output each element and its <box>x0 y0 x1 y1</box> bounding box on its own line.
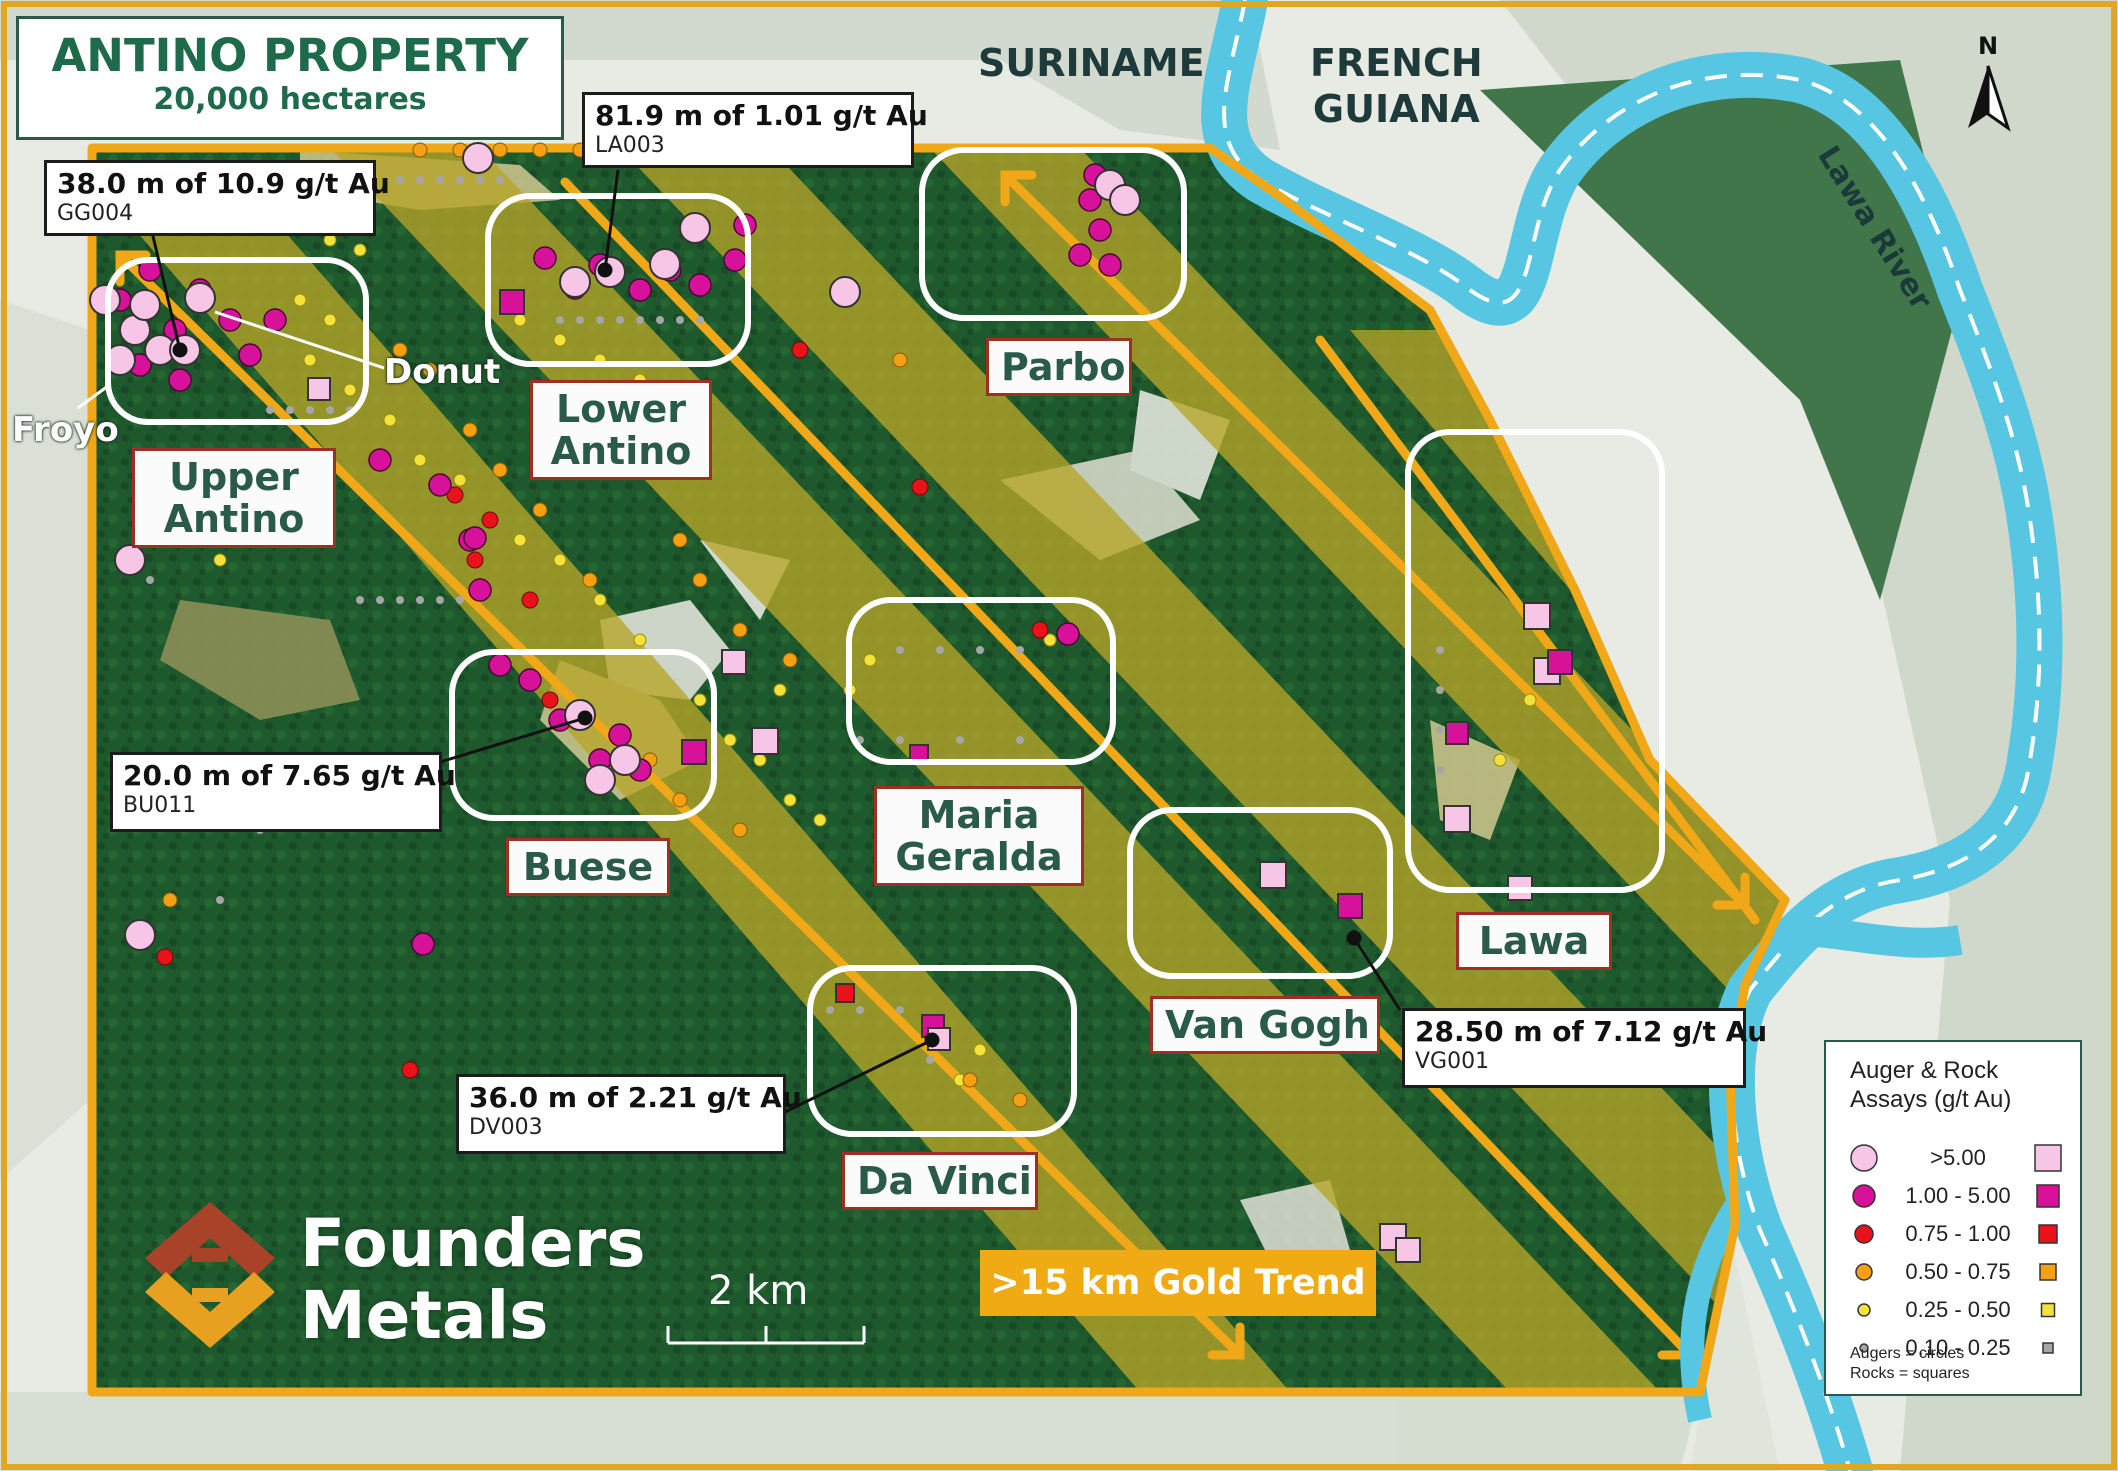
callout-dv003-text: 36.0 m of 2.21 g/t Au <box>469 1081 802 1114</box>
callout-gg004-text: 38.0 m of 10.9 g/t Au <box>57 167 390 200</box>
legend-square-symbol <box>2038 1224 2058 1244</box>
country-french-line1: FRENCH <box>1310 41 1483 85</box>
legend-note-rocks: Rocks = squares <box>1850 1365 1970 1382</box>
target-buese: Buese <box>506 838 670 896</box>
legend-square-symbol <box>2042 1342 2054 1354</box>
target-upper-antino: Upper Antino <box>132 448 336 548</box>
target-lawa: Lawa <box>1456 912 1612 970</box>
north-letter: N <box>1978 32 1998 60</box>
callout-dv003: 36.0 m of 2.21 g/t Au DV003 <box>456 1074 802 1154</box>
legend-range-label: >5.00 <box>1930 1145 1986 1170</box>
legend-range-label: 0.25 - 0.50 <box>1905 1297 2011 1322</box>
subtarget-leaders <box>77 310 385 410</box>
callout-vg001-text: 28.50 m of 7.12 g/t Au <box>1415 1015 1768 1048</box>
callout-la003-hole: LA003 <box>595 133 665 158</box>
target-upper-antino-line2: Antino <box>163 497 305 541</box>
callout-gg004-hole: GG004 <box>57 201 134 226</box>
leader-lines <box>150 169 1402 1114</box>
pink-samples <box>89 142 1141 951</box>
target-outlines <box>105 147 1665 1137</box>
legend-range-label: 0.50 - 0.75 <box>1905 1259 2011 1284</box>
target-maria-geralda-line1: Maria <box>918 793 1040 837</box>
target-lower-antino: Lower Antino <box>530 380 712 480</box>
callout-dv003-hole: DV003 <box>469 1115 543 1140</box>
legend-circle-symbol <box>1850 1144 1878 1172</box>
legend-circle-symbol <box>1857 1303 1871 1317</box>
callout-vg001-hole: VG001 <box>1415 1049 1490 1074</box>
red-samples <box>156 341 1049 1079</box>
subtarget-froyo: Froyo <box>12 410 119 450</box>
brand-wordmark: Founders Metals <box>300 1208 646 1352</box>
country-suriname: SURINAME <box>978 41 1205 85</box>
founders-metals-logo <box>145 1202 275 1348</box>
legend-square-symbol <box>2039 1263 2057 1281</box>
title-sub: 20,000 hectares <box>153 82 427 117</box>
callout-la003-text: 81.9 m of 1.01 g/t Au <box>595 99 928 132</box>
legend-note-augers: Augers = circles <box>1850 1345 1965 1362</box>
callout-la003: 81.9 m of 1.01 g/t Au LA003 <box>582 92 928 168</box>
callout-bu011-text: 20.0 m of 7.65 g/t Au <box>123 759 456 792</box>
target-da-vinci: Da Vinci <box>842 1152 1038 1210</box>
target-buese-line1: Buese <box>522 845 654 889</box>
legend-range-label: 0.10 - 0.25 <box>1905 1335 2011 1360</box>
gold-trend-label: >15 km Gold Trend <box>980 1250 1376 1316</box>
subtarget-donut: Donut <box>384 352 501 392</box>
legend-row: 0.25 - 0.50 <box>1826 1292 2080 1328</box>
target-lower-antino-line2: Antino <box>550 429 692 473</box>
legend-square-symbol <box>2034 1144 2062 1172</box>
legend-row: 0.75 - 1.00 <box>1826 1216 2080 1252</box>
target-parbo: Parbo <box>986 338 1132 396</box>
callout-vg001: 28.50 m of 7.12 g/t Au VG001 <box>1402 1008 1768 1088</box>
legend-square-symbol <box>2036 1184 2060 1208</box>
callout-bu011: 20.0 m of 7.65 g/t Au BU011 <box>110 752 456 832</box>
rock-squares <box>307 289 1573 1263</box>
target-maria-geralda-line2: Geralda <box>895 835 1063 879</box>
north-arrow: N <box>1958 28 2018 138</box>
legend-circle-symbol <box>1852 1184 1876 1208</box>
target-parbo-line1: Parbo <box>1001 345 1126 389</box>
brand-line2: Metals <box>300 1277 549 1354</box>
title-main: ANTINO PROPERTY <box>51 29 529 82</box>
legend-title-line2: Assays (g/t Au) <box>1850 1086 2012 1113</box>
target-lawa-line1: Lawa <box>1478 919 1590 963</box>
map-title: ANTINO PROPERTY 20,000 hectares <box>16 16 564 140</box>
callout-gg004: 38.0 m of 10.9 g/t Au GG004 <box>44 160 390 236</box>
legend-title-line1: Auger & Rock <box>1850 1057 1999 1084</box>
legend-range-label: 1.00 - 5.00 <box>1905 1183 2011 1208</box>
legend-row: 0.10 - 0.25 <box>1826 1330 2080 1366</box>
north-arrow-icon: N <box>1968 32 2011 132</box>
property-boundary <box>87 143 1790 1397</box>
target-van-gogh: Van Gogh <box>1150 996 1380 1054</box>
target-maria-geralda: Maria Geralda <box>874 786 1084 886</box>
legend: Auger & Rock Assays (g/t Au) >5.00 1.00 -… <box>1824 1040 2082 1396</box>
brand-line1: Founders <box>300 1205 646 1282</box>
target-lower-antino-line1: Lower <box>556 387 686 431</box>
legend-circle-symbol <box>1854 1224 1874 1244</box>
country-french-line2: GUIANA <box>1312 87 1480 131</box>
legend-row: 0.50 - 0.75 <box>1826 1254 2080 1290</box>
legend-circle-symbol <box>1859 1343 1869 1353</box>
target-da-vinci-line1: Da Vinci <box>857 1159 1032 1203</box>
legend-square-symbol <box>2040 1302 2056 1318</box>
country-french-guiana: FRENCH GUIANA <box>1310 40 1483 132</box>
callout-bu011-hole: BU011 <box>123 793 197 818</box>
legend-row: 1.00 - 5.00 <box>1826 1178 2080 1214</box>
scale-bar-label: 2 km <box>708 1268 809 1314</box>
target-upper-antino-line1: Upper <box>169 455 299 499</box>
legend-circle-symbol <box>1855 1263 1873 1281</box>
legend-range-label: 0.75 - 1.00 <box>1905 1221 2011 1246</box>
target-van-gogh-line1: Van Gogh <box>1165 1003 1370 1047</box>
legend-row: >5.00 <box>1826 1140 2080 1176</box>
legend-title: Auger & Rock Assays (g/t Au) <box>1850 1056 2011 1114</box>
scale-bar <box>666 1326 866 1345</box>
